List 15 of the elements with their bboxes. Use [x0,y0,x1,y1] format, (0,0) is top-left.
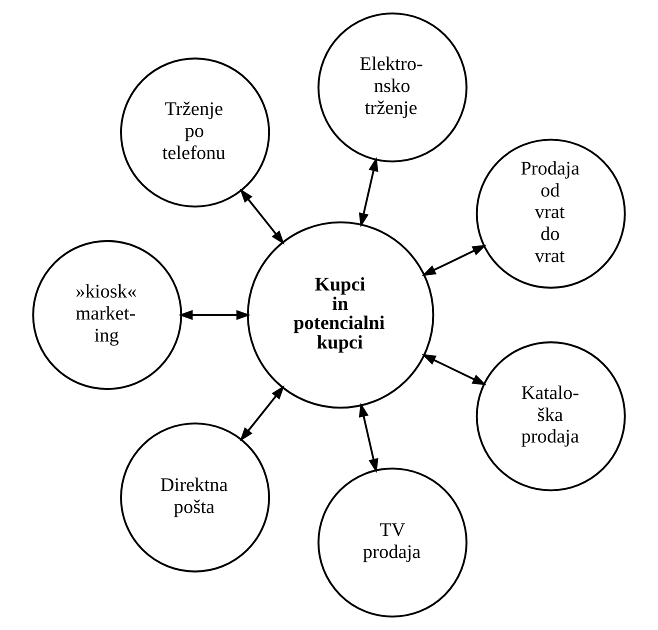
node-circle: Direktna pošta [120,422,270,572]
node-circle: »kiosk« market- ing [32,240,182,390]
node-circle: Kupci in potencialni kupci [246,221,434,409]
node-circle: Prodaja od vrat do vrat [476,138,626,289]
arrow [240,385,284,442]
node-circle: Katalo- ška prodaja [476,341,626,492]
arrow [358,157,378,228]
arrow [240,188,284,245]
arrow [178,310,251,320]
node-circle: Trženje po telefonu [120,58,270,208]
arrow [422,354,487,386]
arrow [358,402,378,473]
arrow [422,244,487,276]
node-circle: TV prodaja [318,468,468,618]
node-circle: Elektro- nsko trženje [318,12,468,162]
